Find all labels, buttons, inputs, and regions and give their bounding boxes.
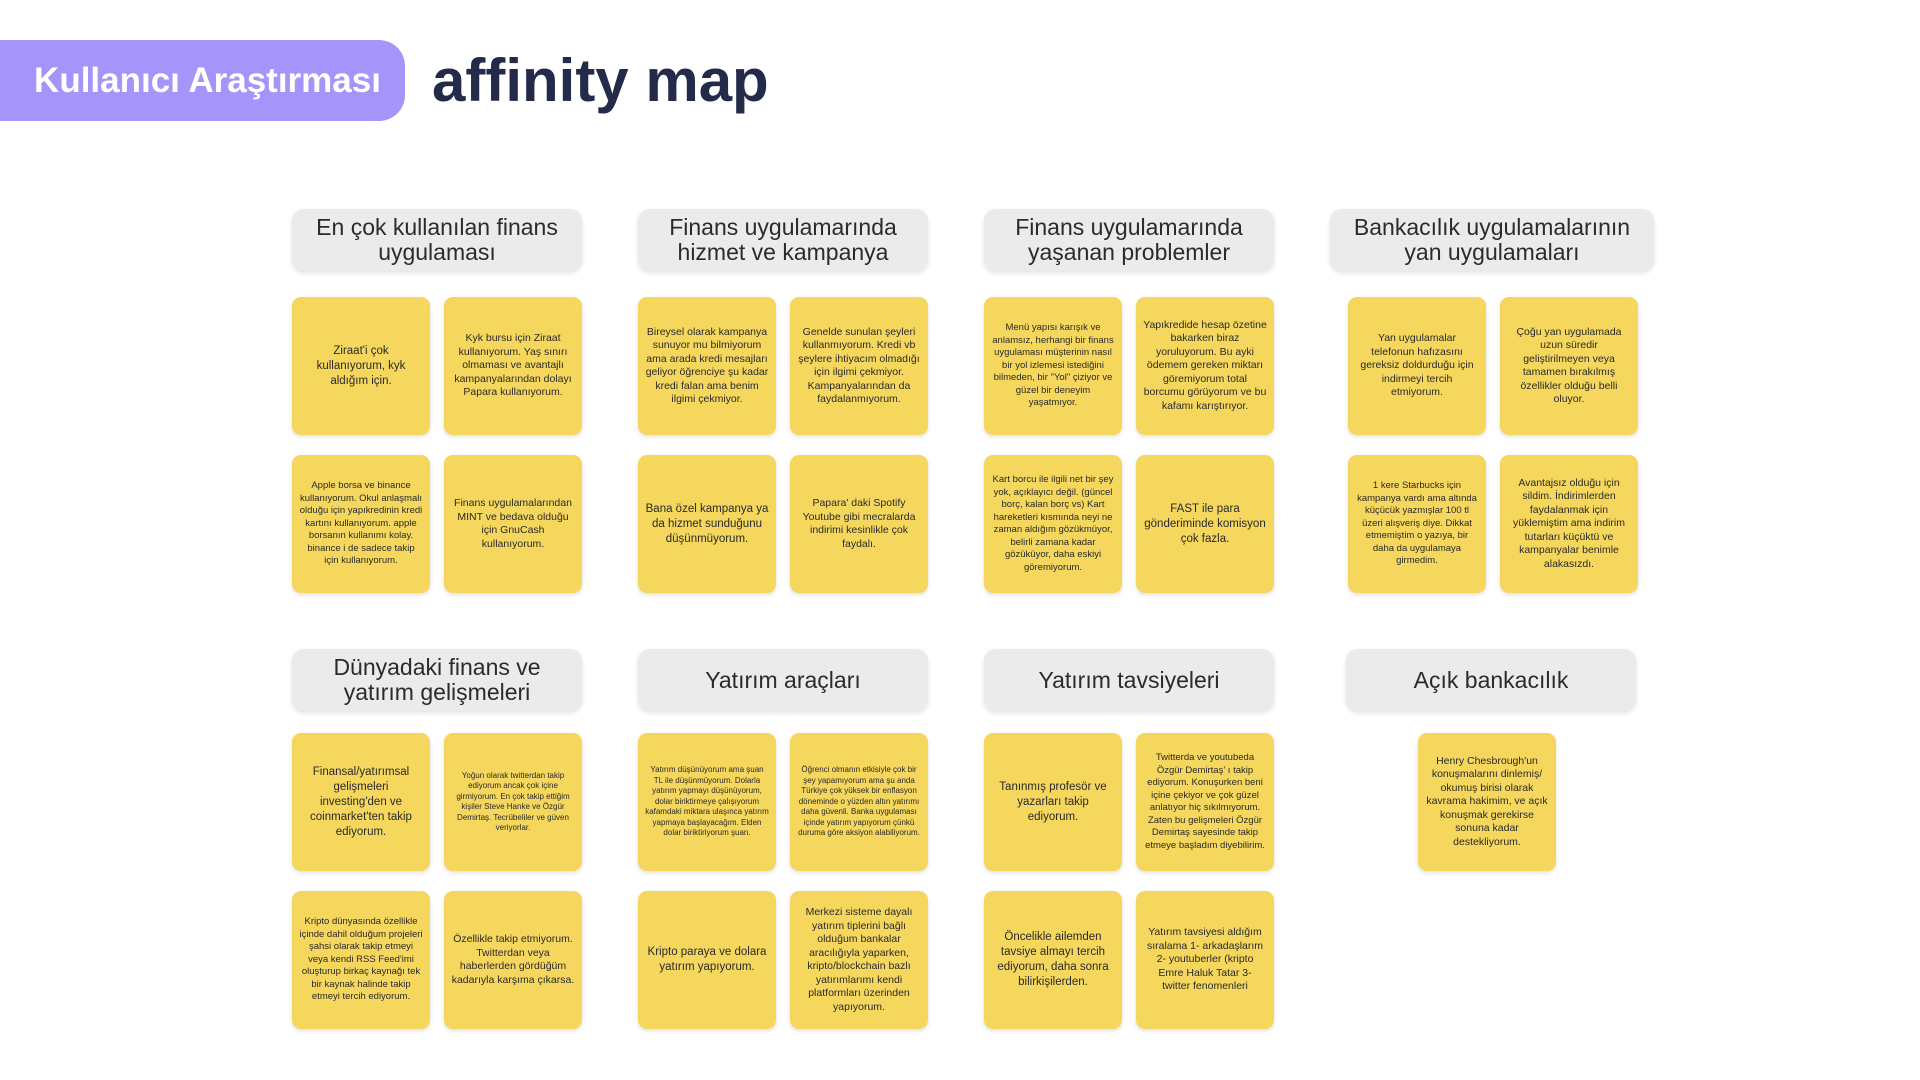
group-header-most-used-apps: En çok kullanılan finans uygulaması — [292, 209, 582, 271]
sticky-note: Menü yapısı karışık ve anlamsız, herhang… — [984, 297, 1122, 435]
group-header-investment-advice: Yatırım tavsiyeleri — [984, 649, 1274, 711]
sticky-note: Kripto paraya ve dolara yatırım yapıyoru… — [638, 891, 776, 1029]
sticky-note: FAST ile para gönderiminde komisyon çok … — [1136, 455, 1274, 593]
group-header-open-banking: Açık bankacılık — [1346, 649, 1636, 711]
sticky-note: Ziraat'i çok kullanıyorum, kyk aldığım i… — [292, 297, 430, 435]
sticky-note: Kart borcu ile ilgili net bir şey yok, a… — [984, 455, 1122, 593]
sticky-note: Tanınmış profesör ve yazarları takip edi… — [984, 733, 1122, 871]
sticky-note: Twitterda ve youtubeda Özgür Demirtaş' ı… — [1136, 733, 1274, 871]
sticky-note: Çoğu yan uygulamada uzun süredir gelişti… — [1500, 297, 1638, 435]
sticky-note: Genelde sunulan şeyleri kullanmıyorum. K… — [790, 297, 928, 435]
sticky-note: Yatırım tavsiyesi aldığım sıralama 1- ar… — [1136, 891, 1274, 1029]
group-header-world-developments: Dünyadaki finans ve yatırım gelişmeleri — [292, 649, 582, 711]
group-header-investment-tools: Yatırım araçları — [638, 649, 928, 711]
sticky-note: Kripto dünyasında özellikle içinde dahil… — [292, 891, 430, 1029]
sticky-note: Apple borsa ve binance kullanıyorum. Oku… — [292, 455, 430, 593]
sticky-note: Finans uygulamalarından MINT ve bedava o… — [444, 455, 582, 593]
sticky-note: Bana özel kampanya ya da hizmet sunduğun… — [638, 455, 776, 593]
sticky-note: Kyk bursu için Ziraat kullanıyorum. Yaş … — [444, 297, 582, 435]
page-title: affinity map — [432, 47, 769, 114]
sticky-note: Öncelikle ailemden tavsiye almayı tercih… — [984, 891, 1122, 1029]
sticky-note: Özellikle takip etmiyorum. Twitterdan ve… — [444, 891, 582, 1029]
sticky-note: Yatırım düşünüyorum ama şuan TL ile düşü… — [638, 733, 776, 871]
sticky-note: Öğrenci olmanın etkisiyle çok bir şey ya… — [790, 733, 928, 871]
sticky-note: Avantajsız olduğu için sildim. İndirimle… — [1500, 455, 1638, 593]
sticky-note: Yapıkredide hesap özetine bakarken biraz… — [1136, 297, 1274, 435]
sticky-note: Yoğun olarak twitterdan takip ediyorum a… — [444, 733, 582, 871]
section-badge: Kullanıcı Araştırması — [0, 40, 405, 121]
sticky-note: Bireysel olarak kampanya sunuyor mu bilm… — [638, 297, 776, 435]
sticky-note: Finansal/yatırımsal gelişmeleri investin… — [292, 733, 430, 871]
sticky-note: Henry Chesbrough'un konuşmalarını dinlem… — [1418, 733, 1556, 871]
group-header-services-campaigns: Finans uygulamarında hizmet ve kampanya — [638, 209, 928, 271]
group-header-problems: Finans uygulamarında yaşanan problemler — [984, 209, 1274, 271]
sticky-note: Yan uygulamalar telefonun hafızasını ger… — [1348, 297, 1486, 435]
group-header-side-apps: Bankacılık uygulamalarının yan uygulamal… — [1330, 209, 1654, 271]
sticky-note: 1 kere Starbucks için kampanya vardı ama… — [1348, 455, 1486, 593]
sticky-note: Merkezi sisteme dayalı yatırım tiplerini… — [790, 891, 928, 1029]
sticky-note: Papara' daki Spotify Youtube gibi mecral… — [790, 455, 928, 593]
